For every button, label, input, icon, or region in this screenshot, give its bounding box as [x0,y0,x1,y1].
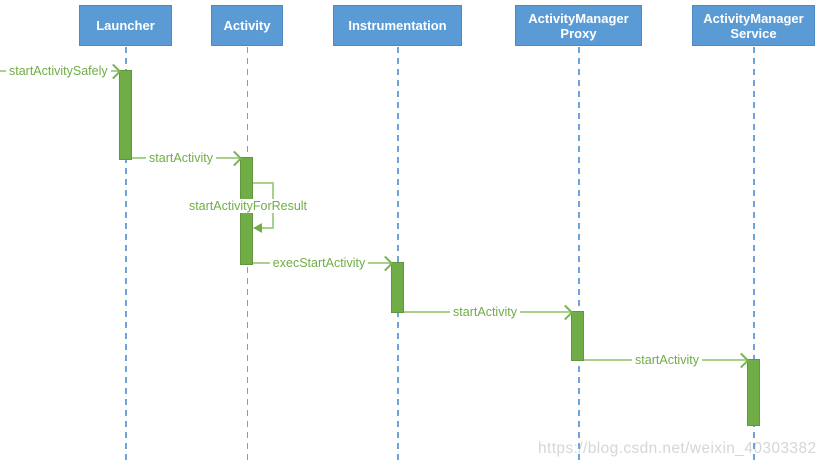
lifeline-instrumentation [397,47,399,463]
lifeline-label: Activity [223,18,271,33]
lifeline-launcher [125,47,127,463]
message-label-startactivity-2: startActivity [450,305,520,319]
activation-bar-activitymanager-service [747,359,760,426]
message-label-startactivitysafely: startActivitySafely [6,64,111,78]
arrow-left-icon [253,223,262,233]
lifeline-header-launcher: Launcher [79,5,172,46]
lifeline-activitymanager-proxy [578,47,580,463]
watermark-text: https://blog.csdn.net/weixin_40303382 [538,440,817,457]
lifeline-label: Instrumentation [348,18,447,33]
lifeline-header-instrumentation: Instrumentation [333,5,462,46]
lifeline-label: ActivityManager Proxy [528,10,629,41]
self-call-top-segment [253,182,274,184]
message-label-startactivityforresult: startActivityForResult [185,199,311,213]
lifeline-label: Launcher [96,18,155,33]
activation-bar-launcher [119,70,132,160]
lifeline-label: ActivityManager Service [703,10,804,41]
lifeline-header-activitymanager-service: ActivityManager Service [692,5,815,46]
message-label-execstartactivity: execStartActivity [269,256,369,270]
activation-bar-instrumentation [391,262,404,313]
self-call-bottom-segment [261,227,274,229]
message-label-startactivity-3: startActivity [632,353,702,367]
message-label-startactivity-1: startActivity [146,151,216,165]
lifeline-activitymanager-service [753,47,755,463]
lifeline-header-activity: Activity [211,5,283,46]
activation-bar-activitymanager-proxy [571,311,584,361]
lifeline-header-activitymanager-proxy: ActivityManager Proxy [515,5,642,46]
